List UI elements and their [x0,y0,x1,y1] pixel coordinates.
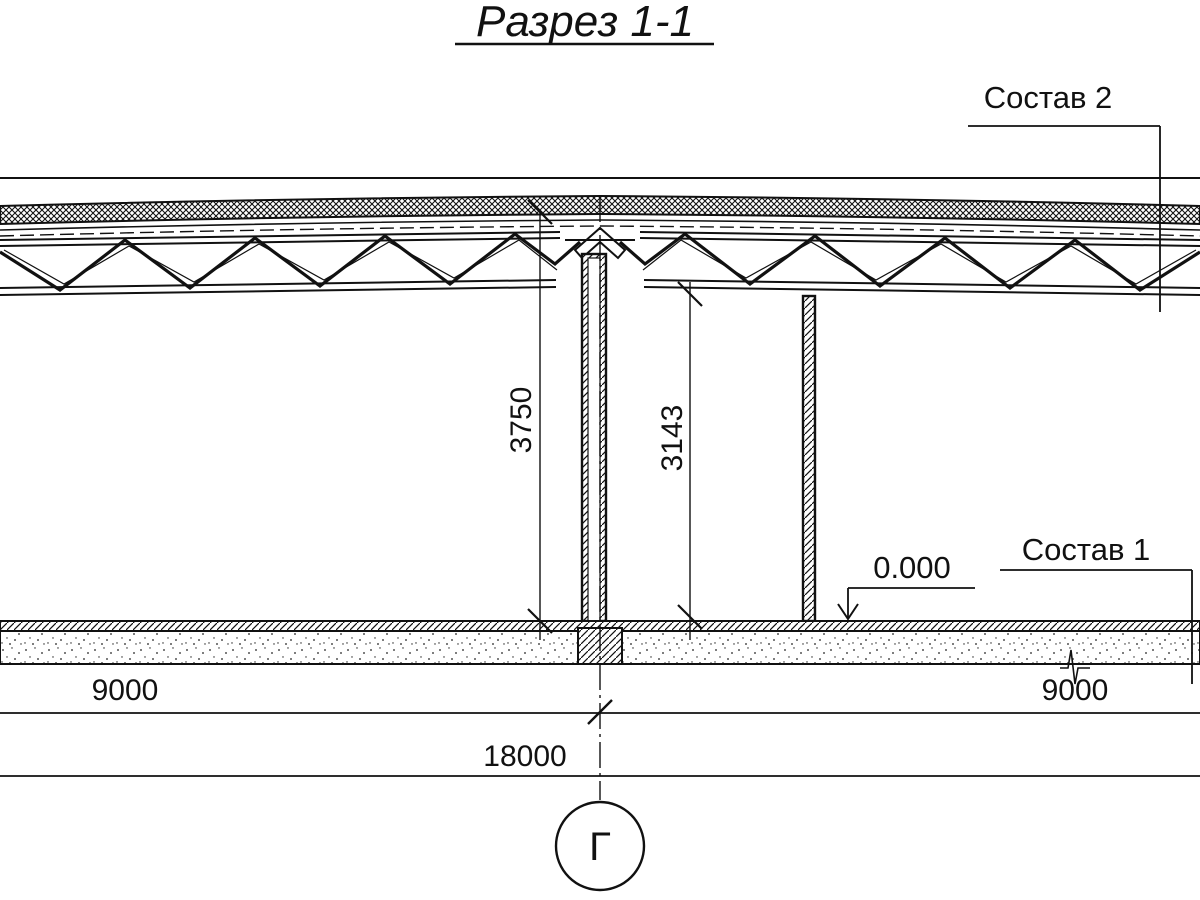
axis-bubble [554,800,646,892]
roof-layer-leader [968,125,1161,312]
elevation-label: 0.000 [873,550,951,585]
floor-layer-label: Состав 1 [1022,532,1151,567]
right-column [801,294,817,623]
floor-layer-leader [1000,569,1193,684]
section-title: Разрез 1-1 [476,0,694,46]
axis-label: Г [589,825,611,869]
elevation-mark [837,587,975,621]
roof-deck-line-dashed [0,225,1200,237]
roof-layer-label: Состав 2 [984,80,1113,115]
dim-label-3750: 3750 [505,387,538,454]
total-span-label: 18000 [483,740,566,773]
dimension-3750 [527,199,553,640]
right-span-label: 9000 [1042,674,1109,707]
dim-label-3143: 3143 [656,405,689,472]
left-truss [0,231,582,296]
dimension-3143 [677,281,703,640]
central-column-core [587,257,601,622]
break-mark [1060,649,1090,685]
left-span-label: 9000 [92,674,159,707]
right-truss [618,231,1200,296]
